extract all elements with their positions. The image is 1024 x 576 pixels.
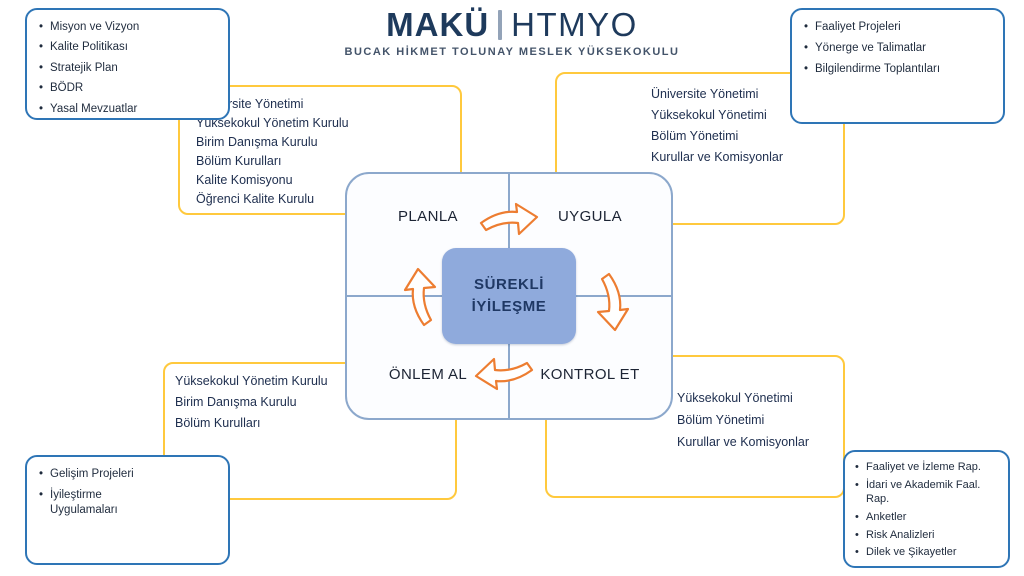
actor-item: Birim Danışma Kurulu — [175, 395, 297, 409]
actor-item: Bölüm Yönetimi — [651, 129, 739, 143]
logo-htmyo-text: HTMYO — [511, 6, 638, 43]
bullet-item: Yasal Mevzuatlar — [39, 102, 220, 117]
pdca-cycle: PLANLA UYGULA ÖNLEM AL KONTROL ET SÜREKL… — [345, 172, 673, 420]
logo-maku-text: MAKÜ — [386, 6, 490, 43]
check-outputs-box: Faaliyet ve İzleme Rap. İdari ve Akademi… — [843, 450, 1010, 568]
actor-item: Yüksekokul Yönetimi — [677, 391, 793, 405]
arrow-left-icon — [474, 357, 534, 391]
plan-actors-box: Üniversite Yönetimi Yüksekokul Yönetim K… — [178, 85, 462, 215]
actor-item: Üniversite Yönetimi — [196, 97, 304, 111]
quadrant-label-onlem-al: ÖNLEM AL — [388, 366, 468, 383]
bullet-item: Gelişim Projeleri — [39, 467, 171, 482]
school-name-subtitle: BUCAK HİKMET TOLUNAY MESLEK YÜKSEKOKULU — [344, 46, 680, 58]
bullet-item: Stratejik Plan — [39, 61, 220, 76]
bullet-item: Faaliyet ve İzleme Rap. — [855, 460, 1003, 475]
bullet-item: Risk Analizleri — [855, 528, 1003, 543]
actor-item: Bölüm Kurulları — [196, 154, 282, 168]
logo-divider-bar — [498, 10, 503, 40]
actor-item: Bölüm Kurulları — [175, 416, 261, 430]
bullet-item: Yönerge ve Talimatlar — [804, 41, 968, 56]
arrow-down-icon — [596, 272, 630, 332]
actor-item: Kalite Komisyonu — [196, 173, 293, 187]
bullet-list: Gelişim Projeleri İyileştirme Uygulamala… — [39, 467, 171, 518]
bullet-list: Faaliyet Projeleri Yönerge ve Talimatlar… — [804, 20, 968, 77]
school-logo: MAKÜ HTMYO BUCAK HİKMET TOLUNAY MESLEK Y… — [0, 6, 1024, 58]
continuous-improvement-label: SÜREKLİ İYİLEŞME — [471, 276, 547, 315]
actor-item: Yüksekokul Yönetimi — [651, 108, 767, 122]
plan-inputs-box: Misyon ve Vizyon Kalite Politikası Strat… — [25, 8, 230, 120]
bullet-item: İyileştirme Uygulamaları — [39, 488, 171, 518]
actor-item: Yüksekokul Yönetim Kurulu — [175, 374, 328, 388]
bullet-item: İdari ve Akademik Faal. Rap. — [855, 478, 1003, 507]
act-outputs-box: Gelişim Projeleri İyileştirme Uygulamala… — [25, 455, 230, 565]
bullet-item: Faaliyet Projeleri — [804, 20, 968, 35]
quadrant-label-uygula: UYGULA — [557, 208, 623, 225]
actor-item: Yüksekokul Yönetim Kurulu — [196, 116, 349, 130]
actor-item: Birim Danışma Kurulu — [196, 135, 318, 149]
bullet-list: Misyon ve Vizyon Kalite Politikası Strat… — [39, 20, 220, 117]
actor-item: Üniversite Yönetimi — [651, 87, 759, 101]
quadrant-label-kontrol-et: KONTROL ET — [540, 366, 640, 383]
bullet-item: BÖDR — [39, 81, 220, 96]
actor-item: Öğrenci Kalite Kurulu — [196, 192, 315, 206]
bullet-item: Misyon ve Vizyon — [39, 20, 220, 35]
continuous-improvement-box: SÜREKLİ İYİLEŞME — [442, 248, 576, 344]
do-inputs-box: Faaliyet Projeleri Yönerge ve Talimatlar… — [790, 8, 1005, 124]
arrow-up-icon — [403, 267, 437, 327]
actor-item: Bölüm Yönetimi — [677, 413, 765, 427]
actor-item: Kurullar ve Komisyonlar — [677, 435, 809, 449]
arrow-right-icon — [479, 202, 539, 236]
bullet-list: Faaliyet ve İzleme Rap. İdari ve Akademi… — [855, 460, 1003, 560]
bullet-item: Kalite Politikası — [39, 40, 220, 55]
bullet-item: Bilgilendirme Toplantıları — [804, 62, 968, 77]
logo-row: MAKÜ HTMYO — [0, 6, 1024, 44]
bullet-item: Dilek ve Şikayetler — [855, 545, 1003, 560]
quadrant-label-planla: PLANLA — [398, 208, 458, 225]
bullet-item: Anketler — [855, 510, 1003, 525]
actor-item: Kurullar ve Komisyonlar — [651, 150, 783, 164]
